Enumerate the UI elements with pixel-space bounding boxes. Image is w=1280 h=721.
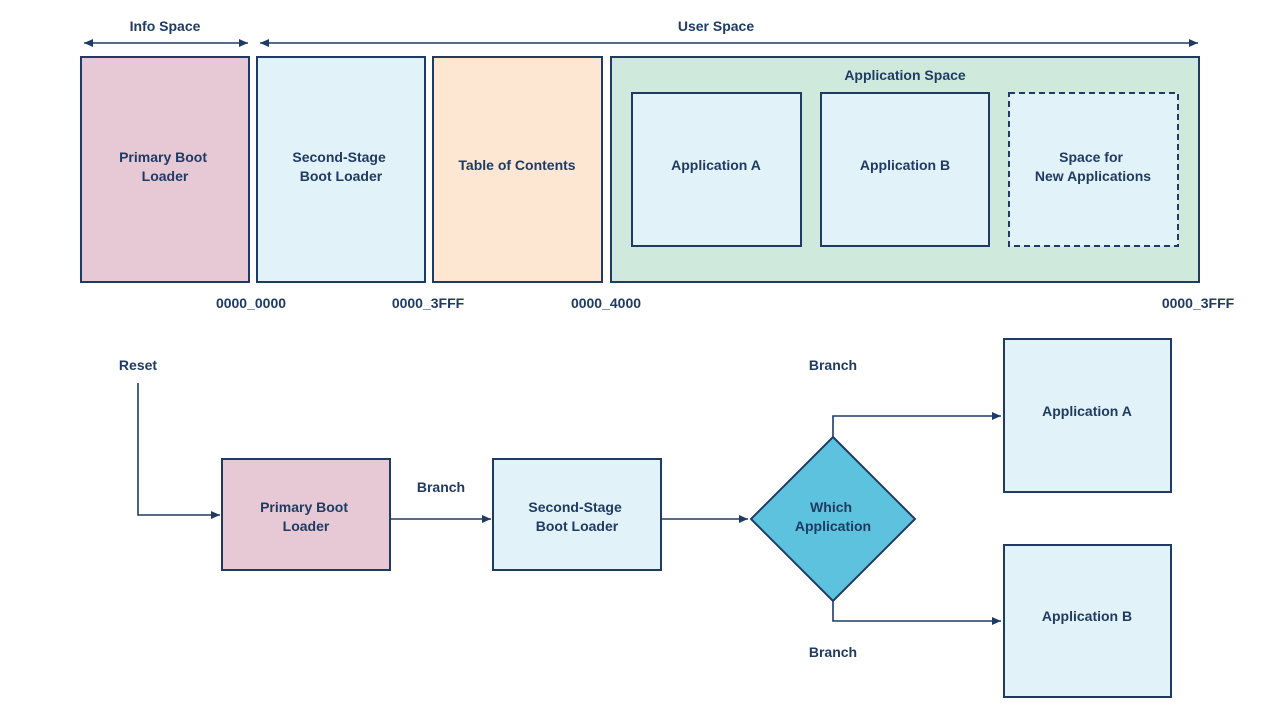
application-b-slot (820, 92, 990, 247)
address-label: 0000_0000 (216, 295, 286, 311)
boot-flow: Reset Primary Boot Loader Branch Second-… (119, 338, 1172, 698)
table-of-contents-label: Table of Contents (458, 157, 575, 173)
flow-primary-line2: Loader (283, 518, 330, 534)
primary-boot-loader-line2: Loader (142, 168, 189, 184)
decision-line1: Which (810, 499, 852, 515)
primary-boot-loader-region-label: Primary Boot Loader (119, 149, 211, 184)
second-stage-line1: Second-Stage (292, 149, 386, 165)
address-label: 0000_3FFF (1162, 295, 1235, 311)
branch-arrow-to-application-b (832, 601, 1001, 625)
new-apps-line1: Space for (1059, 149, 1123, 165)
flow-application-a (1003, 338, 1172, 493)
flow-second-stage-label: Second-Stage Boot Loader (528, 499, 625, 534)
flow-application-b-label: Application B (1042, 608, 1132, 624)
second-stage-boot-loader-region-label: Second-Stage Boot Loader (292, 149, 389, 184)
which-application-label: Which Application (795, 499, 871, 534)
new-applications-slot (1008, 92, 1179, 247)
application-b-slot-label: Application B (860, 157, 950, 173)
second-stage-boot-loader-region (256, 56, 426, 283)
branch-label: Branch (417, 479, 465, 495)
application-a-slot (631, 92, 802, 247)
table-of-contents-region (432, 56, 603, 283)
flow-second-stage-line2: Boot Loader (536, 518, 619, 534)
flow-primary-boot-loader-label: Primary Boot Loader (260, 499, 352, 534)
address-label: 0000_4000 (571, 295, 641, 311)
primary-boot-loader-line1: Primary Boot (119, 149, 207, 165)
new-apps-line2: New Applications (1035, 168, 1151, 184)
branch-label: Branch (809, 357, 857, 373)
flow-primary-line1: Primary Boot (260, 499, 348, 515)
memory-map: Info Space User Space Primary Boot Loade… (80, 18, 1235, 311)
address-label: 0000_3FFF (392, 295, 465, 311)
flow-second-stage-boot-loader (492, 458, 662, 571)
user-space-label: User Space (678, 18, 754, 34)
info-space-label: Info Space (130, 18, 201, 34)
branch-label: Branch (809, 644, 857, 660)
flow-application-a-label: Application A (1042, 403, 1132, 419)
flow-primary-boot-loader (221, 458, 391, 571)
flow-application-b (1003, 544, 1172, 698)
reset-arrow (137, 383, 220, 519)
flow-second-stage-line1: Second-Stage (528, 499, 622, 515)
primary-boot-loader-region (80, 56, 250, 283)
application-a-slot-label: Application A (671, 157, 761, 173)
branch-arrow-to-application-a (832, 412, 1001, 437)
reset-label: Reset (119, 357, 157, 373)
decision-line2: Application (795, 518, 871, 534)
second-stage-line2: Boot Loader (300, 168, 383, 184)
new-applications-slot-label: Space for New Applications (1035, 149, 1151, 184)
application-space-label: Application Space (844, 67, 966, 83)
